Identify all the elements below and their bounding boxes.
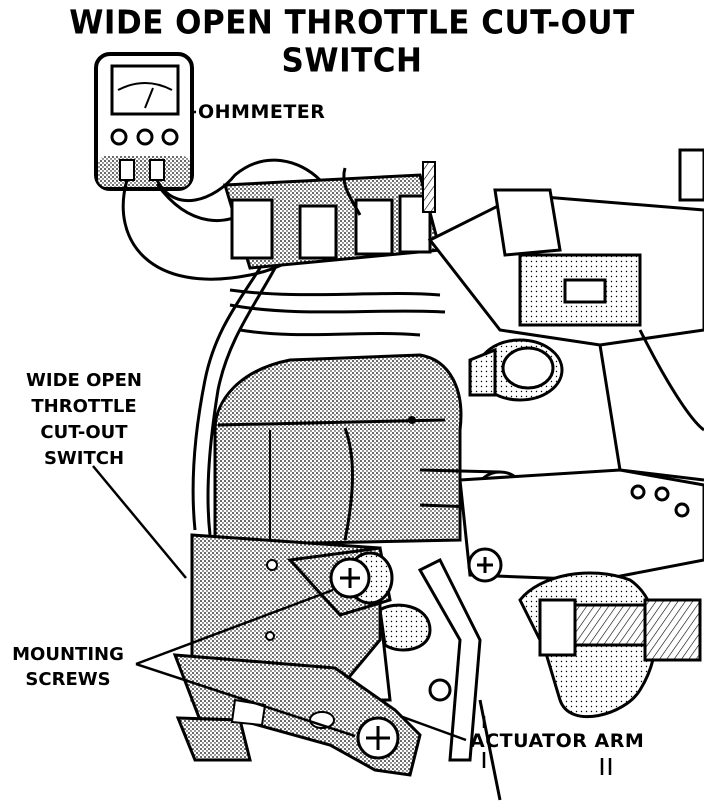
right-flange bbox=[458, 468, 704, 719]
engine-housing bbox=[427, 148, 704, 482]
leader-screw-upper bbox=[135, 588, 334, 666]
leader-switch bbox=[92, 465, 187, 579]
leader-actuator-arm bbox=[399, 714, 467, 742]
ohmmeter-label: OHMMETER bbox=[198, 101, 326, 123]
hose-fitting bbox=[468, 338, 564, 402]
switch-label: WIDE OPEN THROTTLE CUT-OUT SWITCH bbox=[4, 368, 164, 472]
actuator-arm-label: ACTUATOR ARM bbox=[470, 730, 645, 752]
mounting-screw-upper bbox=[329, 557, 371, 599]
mounting-screws-label-line1: MOUNTING bbox=[12, 644, 124, 665]
mounting-screws-label: MOUNTING SCREWS bbox=[0, 642, 136, 692]
leader-screw-lower bbox=[135, 662, 356, 738]
switch-label-line2: THROTTLE bbox=[31, 396, 137, 417]
switch-label-line3: CUT-OUT bbox=[40, 422, 128, 443]
mounting-screws-label-line2: SCREWS bbox=[25, 669, 111, 690]
diagram-title: WIDE OPEN THROTTLE CUT-OUT SWITCH bbox=[69, 4, 635, 80]
leader-lines bbox=[92, 110, 612, 775]
mounting-screw-lower bbox=[356, 716, 400, 760]
harness-connector bbox=[223, 161, 442, 270]
switch-label-line4: SWITCH bbox=[43, 448, 125, 469]
switch-label-line1: WIDE OPEN bbox=[26, 370, 142, 391]
wiring-loom bbox=[191, 267, 446, 536]
